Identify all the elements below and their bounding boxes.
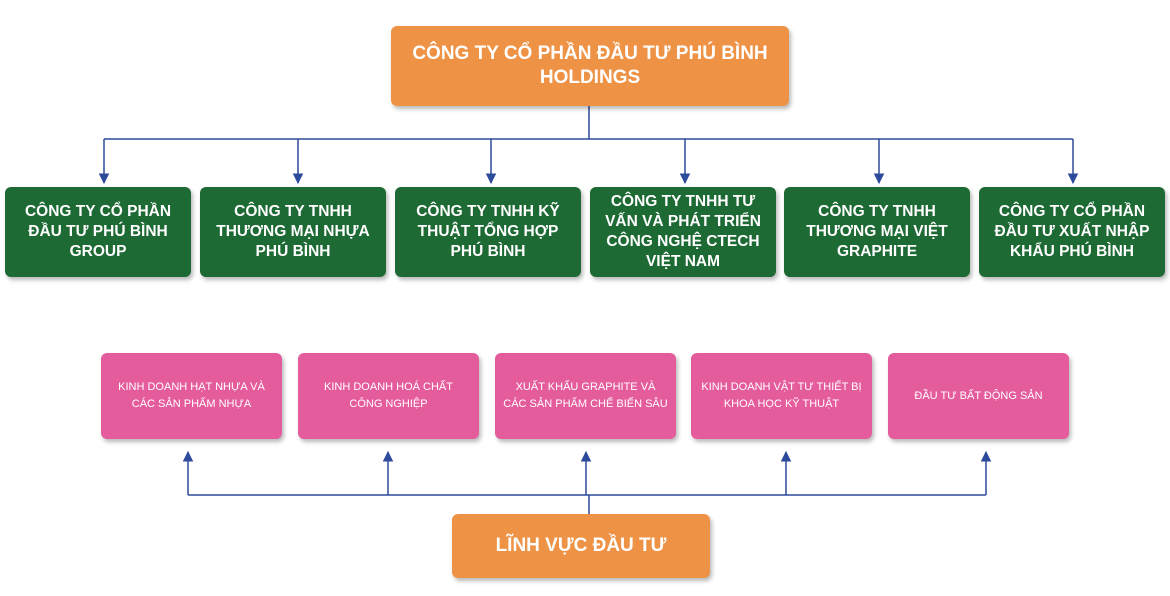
- subsidiary-label: CÔNG TY TNHH THƯƠNG MẠI VIỆT GRAPHITE: [806, 203, 948, 260]
- field-label: ĐẦU TƯ BẤT ĐỘNG SẢN: [914, 389, 1043, 402]
- subsidiary-label: CÔNG TY TNHH KỸ THUẬT TỔNG HỢP PHÚ BÌNH: [416, 203, 560, 260]
- field-label: XUẤT KHẨU GRAPHITE VÀ CÁC SẢN PHẨM CHẾ B…: [503, 381, 668, 410]
- field-box-4: KINH DOANH VẬT TƯ THIẾT BỊ KHOA HỌC KỸ T…: [691, 353, 872, 439]
- field-box-1: KINH DOANH HẠT NHỰA VÀ CÁC SẢN PHẨM NHỰA: [101, 353, 282, 439]
- field-box-5: ĐẦU TƯ BẤT ĐỘNG SẢN: [888, 353, 1069, 439]
- subsidiary-label: CÔNG TY TNHH TƯ VẤN VÀ PHÁT TRIỂN CÔNG N…: [605, 193, 761, 270]
- subsidiary-box-1: CÔNG TY CỔ PHẦN ĐẦU TƯ PHÚ BÌNH GROUP: [5, 187, 191, 277]
- subsidiary-box-6: CÔNG TY CỔ PHẦN ĐẦU TƯ XUẤT NHẬP KHẨU PH…: [979, 187, 1165, 277]
- field-label: KINH DOANH VẬT TƯ THIẾT BỊ KHOA HỌC KỸ T…: [701, 381, 862, 410]
- subsidiary-box-3: CÔNG TY TNHH KỸ THUẬT TỔNG HỢP PHÚ BÌNH: [395, 187, 581, 277]
- investment-fields-box: LĨNH VỰC ĐẦU TƯ: [452, 514, 710, 578]
- field-box-2: KINH DOANH HOÁ CHẤT CÔNG NGHIỆP: [298, 353, 479, 439]
- subsidiary-label: CÔNG TY TNHH THƯƠNG MẠI NHỰA PHÚ BÌNH: [216, 203, 370, 260]
- field-label: KINH DOANH HẠT NHỰA VÀ CÁC SẢN PHẨM NHỰA: [118, 381, 265, 410]
- investment-fields-label: LĨNH VỰC ĐẦU TƯ: [495, 535, 667, 556]
- subsidiary-box-4: CÔNG TY TNHH TƯ VẤN VÀ PHÁT TRIỂN CÔNG N…: [590, 187, 776, 277]
- holding-company-label: CÔNG TY CỔ PHẦN ĐẦU TƯ PHÚ BÌNH HOLDINGS: [412, 43, 768, 88]
- subsidiary-box-2: CÔNG TY TNHH THƯƠNG MẠI NHỰA PHÚ BÌNH: [200, 187, 386, 277]
- field-box-3: XUẤT KHẨU GRAPHITE VÀ CÁC SẢN PHẨM CHẾ B…: [495, 353, 676, 439]
- subsidiary-label: CÔNG TY CỔ PHẦN ĐẦU TƯ XUẤT NHẬP KHẨU PH…: [994, 203, 1150, 260]
- holding-company-box: CÔNG TY CỔ PHẦN ĐẦU TƯ PHÚ BÌNH HOLDINGS: [391, 26, 789, 106]
- subsidiary-box-5: CÔNG TY TNHH THƯƠNG MẠI VIỆT GRAPHITE: [784, 187, 970, 277]
- field-label: KINH DOANH HOÁ CHẤT CÔNG NGHIỆP: [324, 381, 453, 410]
- subsidiary-label: CÔNG TY CỔ PHẦN ĐẦU TƯ PHÚ BÌNH GROUP: [24, 203, 172, 260]
